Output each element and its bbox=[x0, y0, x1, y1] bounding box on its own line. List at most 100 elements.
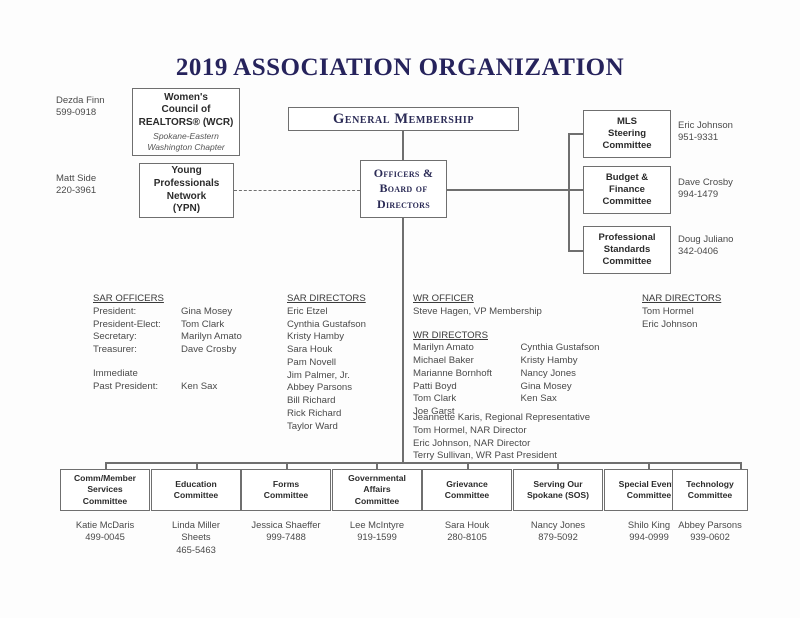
node-budget-finance-committee[interactable]: Budget & Finance Committee bbox=[583, 166, 671, 214]
roster-name: Tom Clark bbox=[181, 318, 225, 330]
connector-stub-prostd bbox=[568, 250, 584, 252]
roster-name: Tom Hormel, NAR Director bbox=[413, 424, 527, 436]
contact-ypn-phone: 220-3961 bbox=[56, 185, 97, 197]
roster-name: Taylor Ward bbox=[287, 420, 338, 432]
roster-wr-directors-columns: Marilyn Amato Michael Baker Marianne Bor… bbox=[413, 342, 628, 419]
node-governmental-affairs-committee[interactable]: Governmental Affairs Committee bbox=[332, 469, 422, 511]
roster-name: Michael Baker bbox=[413, 355, 474, 366]
roster-row: President: Gina Mosey bbox=[93, 306, 308, 319]
roster-row: President-Elect: Tom Clark bbox=[93, 319, 308, 332]
roster-sar-directors: SAR DIRECTORS Eric Etzel Cynthia Gustafs… bbox=[287, 293, 407, 433]
contact-name: Lee McIntyre bbox=[349, 519, 405, 530]
node-grievance-committee[interactable]: Grievance Committee bbox=[422, 469, 512, 511]
roster-wr-officer-name: Steve Hagen, VP Membership bbox=[413, 305, 542, 317]
roster-name: Kristy Hamby bbox=[287, 331, 345, 343]
roster-role: Secretary: bbox=[93, 331, 137, 343]
connector-drop-2 bbox=[196, 462, 198, 469]
roster-name: Jeannette Karis, Regional Representative bbox=[413, 412, 591, 423]
contact-name: Linda Miller Sheets bbox=[172, 519, 220, 543]
roster-name: Patti Boyd bbox=[413, 380, 457, 392]
node-wcr[interactable]: Women's Council of REALTORS® (WCR) Spoka… bbox=[132, 88, 240, 156]
roster-name: Cynthia Gustafson bbox=[520, 342, 600, 354]
node-forms-committee[interactable]: Forms Committee bbox=[241, 469, 331, 511]
contact-budget-name: Dave Crosby bbox=[678, 177, 733, 188]
roster-name: Kristy Hamby bbox=[520, 355, 578, 366]
roster-name: Nancy Jones bbox=[520, 367, 576, 379]
contact-professional-standards-phone: 342-0406 bbox=[678, 246, 719, 258]
roster-row: Treasurer:Dave Crosby bbox=[93, 344, 308, 357]
node-governmental-affairs-committee-label: Governmental Affairs Committee bbox=[348, 473, 406, 506]
node-professional-standards-committee-label: Professional Standards Committee bbox=[598, 231, 656, 268]
roster-name: Tom Clark bbox=[413, 393, 457, 405]
node-general-membership[interactable]: General Membership bbox=[288, 107, 519, 131]
roster-wr-extra: Jeannette Karis, Regional Representative… bbox=[413, 412, 643, 463]
contact-phone: 999-7488 bbox=[266, 531, 306, 543]
roster-wr-directors-column-1: Marilyn Amato Michael Baker Marianne Bor… bbox=[413, 342, 521, 419]
connector-ypn-dashed bbox=[234, 190, 360, 191]
roster-row: Past President: Ken Sax bbox=[93, 381, 308, 394]
contact-professional-standards-name: Doug Juliano bbox=[678, 234, 734, 245]
contact-mls-phone: 951-9331 bbox=[678, 132, 719, 144]
node-education-committee[interactable]: Education Committee bbox=[151, 469, 241, 511]
connector-drop-8 bbox=[740, 462, 742, 469]
roster-name: Ken Sax bbox=[181, 380, 218, 392]
roster-role: President-Elect: bbox=[93, 318, 161, 330]
node-wcr-label: Women's Council of REALTORS® (WCR) bbox=[138, 91, 234, 129]
roster-name: Bill Richard bbox=[287, 395, 336, 406]
roster-wr-directors-heading: WR DIRECTORS bbox=[413, 329, 488, 341]
roster-nar-directors: NAR DIRECTORS Tom Hormel Eric Johnson bbox=[642, 293, 772, 331]
roster-name: Marilyn Amato bbox=[181, 331, 242, 343]
contact-phone: 280-8105 bbox=[447, 531, 487, 543]
roster-name: Gina Mosey bbox=[181, 305, 233, 317]
roster-name: Eric Johnson bbox=[642, 318, 698, 330]
page-title: 2019 ASSOCIATION ORGANIZATION bbox=[175, 54, 625, 81]
node-grievance-committee-label: Grievance Committee bbox=[444, 478, 490, 500]
node-technology-committee-label: Technology Committee bbox=[686, 478, 734, 500]
roster-row: Secretary: Marilyn Amato bbox=[93, 331, 308, 344]
roster-name: Dave Crosby bbox=[181, 344, 237, 355]
node-comm-member-services-committee[interactable]: Comm/Member Services Committee bbox=[60, 469, 150, 511]
node-mls-steering-committee[interactable]: MLS Steering Committee bbox=[583, 110, 671, 158]
node-general-membership-label: General Membership bbox=[332, 110, 475, 127]
roster-name: Jim Palmer, Jr. bbox=[287, 369, 350, 381]
node-ypn[interactable]: Young Professionals Network (YPN) bbox=[139, 163, 234, 218]
roster-role: Past President: bbox=[93, 380, 159, 392]
roster-wr: WR OFFICER Steve Hagen, VP Membership WR… bbox=[413, 293, 628, 419]
contact-phone: 919-1599 bbox=[357, 531, 397, 543]
node-technology-committee[interactable]: Technology Committee bbox=[672, 469, 748, 511]
roster-sar-officers-heading: SAR OFFICERS bbox=[93, 293, 164, 304]
connector-stub-budget bbox=[568, 189, 584, 191]
roster-name: Rick Richard bbox=[287, 407, 342, 419]
roster-role: President: bbox=[93, 305, 137, 317]
roster-name: Cynthia Gustafson bbox=[287, 318, 366, 330]
node-comm-member-services-committee-label: Comm/Member Services Committee bbox=[73, 473, 137, 506]
node-officers-board[interactable]: Officers & Board of Directors bbox=[360, 160, 447, 218]
roster-wr-officer-heading: WR OFFICER bbox=[413, 293, 474, 304]
node-education-committee-label: Education Committee bbox=[173, 478, 219, 500]
roster-name: Gina Mosey bbox=[520, 380, 572, 392]
connector-stub-mls bbox=[568, 133, 584, 135]
contact-name: Nancy Jones bbox=[530, 519, 586, 530]
node-wcr-sublabel: Spokane-Eastern Washington Chapter bbox=[147, 131, 225, 152]
contact-name: Jessica Shaeffer bbox=[251, 519, 321, 530]
roster-name: Ken Sax bbox=[520, 393, 557, 405]
contact-name: Abbey Parsons bbox=[678, 519, 742, 530]
roster-name: Marianne Bornhoft bbox=[413, 367, 492, 379]
contact-budget-phone: 994-1479 bbox=[678, 189, 719, 201]
roster-spacer bbox=[413, 319, 628, 330]
node-serving-our-spokane-committee[interactable]: Serving Our Spokane (SOS) bbox=[513, 469, 603, 511]
node-professional-standards-committee[interactable]: Professional Standards Committee bbox=[583, 226, 671, 274]
